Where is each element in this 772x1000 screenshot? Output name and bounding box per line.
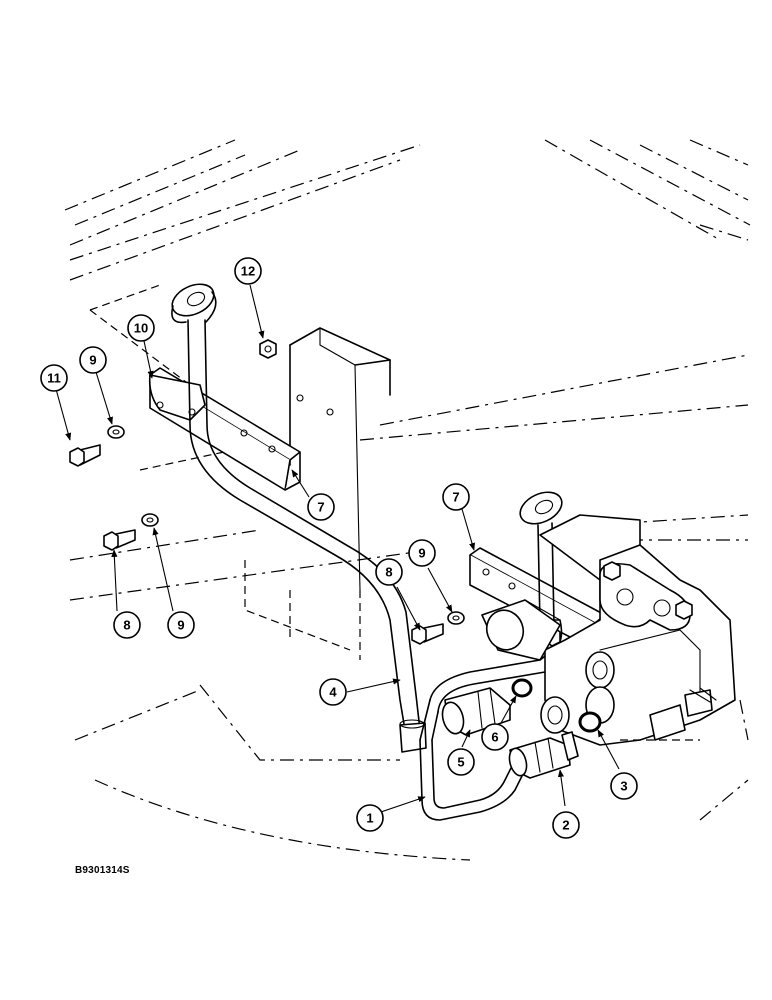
callout-9: 9 [79, 346, 107, 374]
callout-label: 9 [177, 618, 184, 633]
callout-label: 6 [491, 730, 498, 745]
frame-post [244, 327, 391, 660]
callout-label: 5 [457, 755, 464, 770]
callout-label: 10 [134, 321, 148, 336]
callout-9: 9 [167, 611, 195, 639]
washer-9-upper [107, 425, 125, 439]
callout-6: 6 [481, 723, 509, 751]
o-ring-3 [578, 711, 602, 733]
figure-code: B9301314S [75, 865, 130, 876]
callout-11: 11 [40, 364, 68, 392]
washer-9-right [447, 611, 465, 625]
callout-8: 8 [113, 611, 141, 639]
callout-label: 1 [366, 811, 373, 826]
control-valve [539, 514, 736, 746]
washer-9-middle [141, 513, 159, 527]
frame-phantom-lines [64, 139, 751, 861]
callout-5: 5 [447, 748, 475, 776]
callout-8: 8 [375, 558, 403, 586]
callout-12: 12 [234, 257, 262, 285]
callout-7: 7 [307, 493, 335, 521]
callout-label: 7 [452, 490, 459, 505]
callout-label: 3 [620, 779, 627, 794]
callout-10: 10 [127, 314, 155, 342]
callout-2: 2 [552, 811, 580, 839]
callout-label: 9 [89, 353, 96, 368]
tube-4 [171, 283, 427, 753]
valve-cylinder-fitting [481, 599, 561, 661]
callout-label: 4 [329, 685, 337, 700]
o-ring-6 [511, 678, 533, 698]
nut-12 [259, 339, 277, 359]
callout-label: 9 [418, 546, 425, 561]
left-bracket [148, 367, 334, 491]
callout-label: 8 [123, 618, 130, 633]
elbow-fitting-5 [441, 687, 511, 736]
hardware [69, 339, 465, 645]
callout-label: 8 [385, 565, 392, 580]
callout-label: 12 [241, 264, 255, 279]
callout-3: 3 [610, 772, 638, 800]
callout-1: 1 [356, 804, 384, 832]
callout-label: 7 [317, 500, 324, 515]
callout-7: 7 [442, 483, 470, 511]
callout-4: 4 [319, 678, 347, 706]
callout-9: 9 [408, 539, 436, 567]
callout-label: 11 [47, 371, 61, 386]
leader-lines [55, 284, 620, 813]
fitting-2 [508, 731, 579, 779]
callout-label: 2 [562, 818, 569, 833]
